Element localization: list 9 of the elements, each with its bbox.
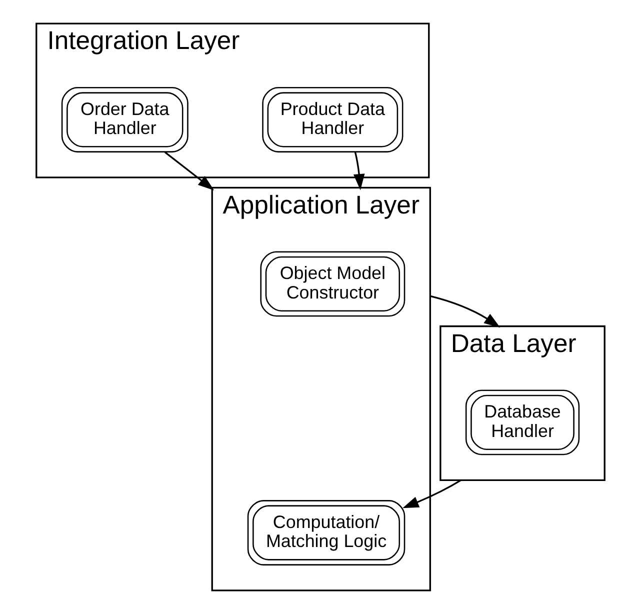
node-box: Product Data Handler xyxy=(262,87,403,152)
arrow xyxy=(429,295,500,328)
arrow xyxy=(352,152,364,190)
node-box: Computation/ Matching Logic xyxy=(246,500,405,566)
node-box: Order Data Handler xyxy=(60,87,188,152)
node-box: Database Handler xyxy=(464,390,580,456)
arrow xyxy=(402,479,461,508)
node-box: Object Model Constructor xyxy=(260,251,405,317)
arrow xyxy=(164,152,214,190)
